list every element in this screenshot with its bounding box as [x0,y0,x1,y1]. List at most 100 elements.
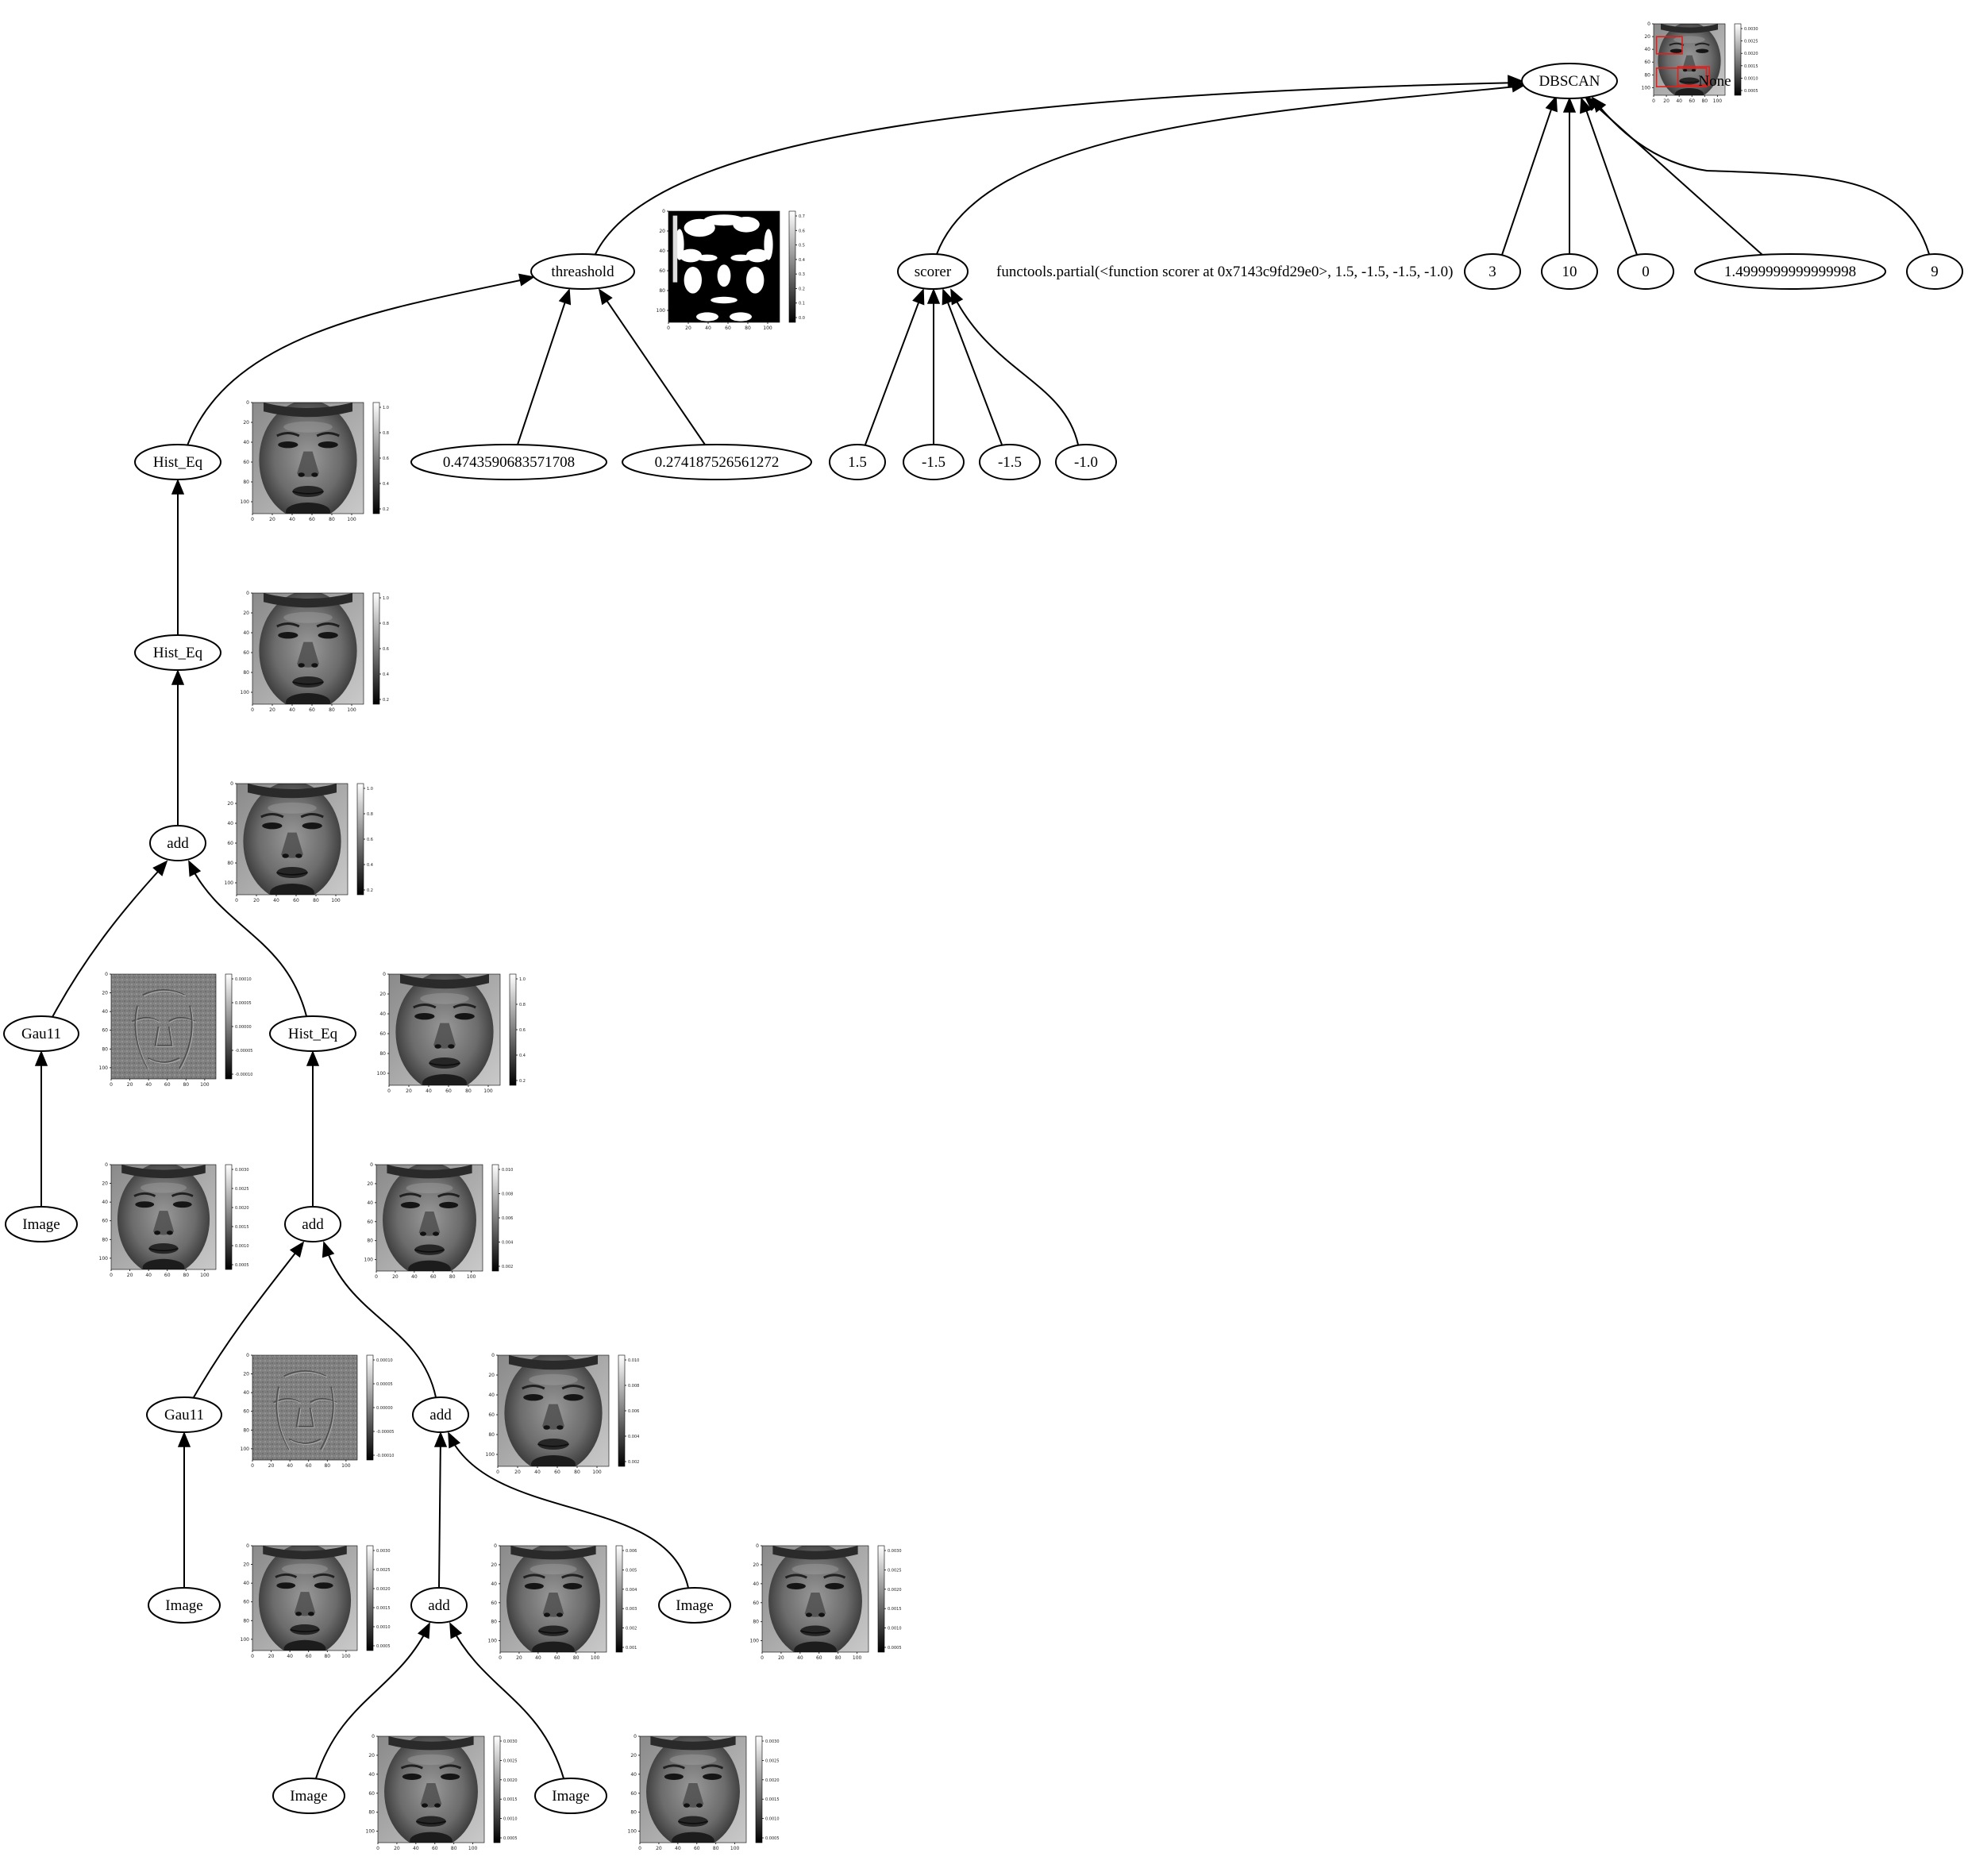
colorbar-tick-label: 1.0 [383,596,389,601]
y-tick-label: 20 [243,420,249,426]
y-tick-label: 20 [753,1562,759,1568]
x-tick-label: 0 [251,1654,254,1659]
y-tick-label: 60 [227,841,233,846]
x-tick-label: 80 [451,1846,457,1851]
y-tick-label: 40 [379,1011,386,1017]
node-dbscan[interactable]: DBSCAN [1521,63,1618,99]
y-tick-label: 40 [243,630,249,636]
x-tick-label: 80 [835,1655,842,1661]
colorbar-tick-label: 0.0010 [235,1244,249,1249]
edge-addtop-histeqmid-arrowhead [171,669,185,685]
edge-addbottom-addlower [433,1431,448,1589]
node-param-9[interactable]: 9 [1906,253,1963,290]
x-tick-label: 40 [534,1470,541,1475]
y-tick-label: 40 [227,821,233,826]
x-tick-label: 20 [127,1273,133,1278]
colorbar-tick-label: 0.0030 [235,1168,249,1173]
y-tick-label: 100 [657,308,666,314]
x-tick-label: 100 [592,1470,602,1475]
node-image-right[interactable]: Image [658,1587,731,1624]
node-image-bottom-right[interactable]: Image [534,1778,607,1814]
svg-text:-1.5: -1.5 [922,454,945,471]
node-hist-eq-mid[interactable]: Hist_Eq [134,634,221,671]
y-tick-label: 60 [659,268,665,274]
y-tick-label: 80 [243,1618,249,1624]
y-tick-label: 80 [243,480,249,485]
node-param-eps[interactable]: 1.4999999999999998 [1694,253,1886,290]
y-tick-label: 60 [367,1219,373,1225]
edge-10-dbscan-arrowhead [1562,97,1577,113]
colorbar-tick-label: 0.0015 [503,1797,518,1802]
y-tick-label: 0 [1647,21,1650,27]
x-tick-label: 0 [235,898,238,903]
node-add-bottom[interactable]: add [410,1587,468,1624]
node-gau11-mid[interactable]: Gau11 [146,1396,222,1433]
x-tick-label: 0 [1652,98,1655,104]
node-param-10[interactable]: 10 [1541,253,1598,290]
y-tick-label: 0 [230,781,233,787]
x-tick-label: 60 [164,1273,171,1278]
node-threshold-high[interactable]: 0.274187526561272 [622,444,812,480]
svg-text:10: 10 [1562,264,1577,280]
colorbar-tick-label: 0.002 [626,1627,637,1631]
node-add-top[interactable]: add [149,825,206,861]
node-scorer-arg-2[interactable]: -1.5 [903,444,965,480]
colorbar-tick-label: 0.002 [628,1460,639,1465]
edges-layer [34,75,1930,1779]
colorbar-tick-label: 0.0010 [1744,76,1758,81]
edge-s3-scorer-arrowhead [942,288,954,306]
edge-gaumid-addmid [193,1241,305,1398]
colorbar-tick-label: 0.010 [502,1168,513,1173]
node-param-3[interactable]: 3 [1464,253,1521,290]
edge-3-dbscan [1501,95,1558,256]
node-image-mid[interactable]: Image [148,1587,221,1624]
x-tick-label: 40 [535,1655,541,1661]
colorbar-tick-label: 0.4 [383,672,389,677]
node-scorer-arg-4[interactable]: -1.0 [1055,444,1117,480]
colorbar-tick-label: 0.0010 [376,1625,391,1630]
node-image-bottom-left[interactable]: Image [272,1778,345,1814]
node-threshold-low[interactable]: 0.4743590683571708 [410,444,607,480]
node-threashold[interactable]: threashold [530,253,635,290]
edge-imagemid-gaumid [177,1431,191,1588]
y-tick-label: 100 [99,1065,109,1071]
x-tick-label: 100 [200,1082,210,1088]
colorbar-tick-label: 0.0030 [503,1739,518,1744]
edge-histeq-threashold-arrowhead [518,273,535,287]
colorbar-tick-label: 0.001 [626,1646,637,1651]
x-tick-label: 0 [110,1273,113,1278]
y-tick-label: 80 [1644,72,1650,78]
y-tick-label: 0 [105,1162,108,1168]
node-scorer[interactable]: scorer [897,253,969,290]
edge-thrlow-threashold-arrowhead [558,288,572,306]
colorbar-tick-label: 0.2 [383,698,389,703]
node-scorer-arg-3[interactable]: -1.5 [979,444,1041,480]
node-param-0[interactable]: 0 [1617,253,1674,290]
edge-imagemid-gaumid-arrowhead [177,1431,191,1447]
x-tick-label: 0 [499,1655,502,1661]
node-hist-eq-top[interactable]: Hist_Eq [134,444,221,480]
edge-histeqmid-histeqtop-arrowhead [171,479,185,495]
colorbar-tick-label: 0.010 [628,1358,639,1363]
colorbar-tick-label: 0.00010 [376,1358,393,1363]
y-tick-label: 80 [102,1046,108,1052]
colorbar-tick-label: 0.0025 [376,1568,391,1573]
node-gau11-left[interactable]: Gau11 [3,1015,79,1052]
node-image-left[interactable]: Image [5,1206,78,1242]
y-tick-label: 20 [243,1372,249,1377]
colorbar: 1.00.80.60.40.2 [372,402,389,514]
node-add-lower[interactable]: add [412,1396,469,1433]
svg-text:-1.5: -1.5 [998,454,1022,471]
node-hist-eq-right[interactable]: Hist_Eq [269,1015,356,1052]
edge-addmid-histeqright-arrowhead [306,1050,320,1066]
node-scorer-arg-1[interactable]: 1.5 [829,444,886,480]
x-tick-label: 80 [324,1654,330,1659]
node-add-mid[interactable]: add [284,1206,341,1242]
x-tick-label: 20 [392,1274,399,1280]
y-tick-label: 60 [243,650,249,656]
colorbar-tick-label: 0.0005 [235,1263,249,1268]
